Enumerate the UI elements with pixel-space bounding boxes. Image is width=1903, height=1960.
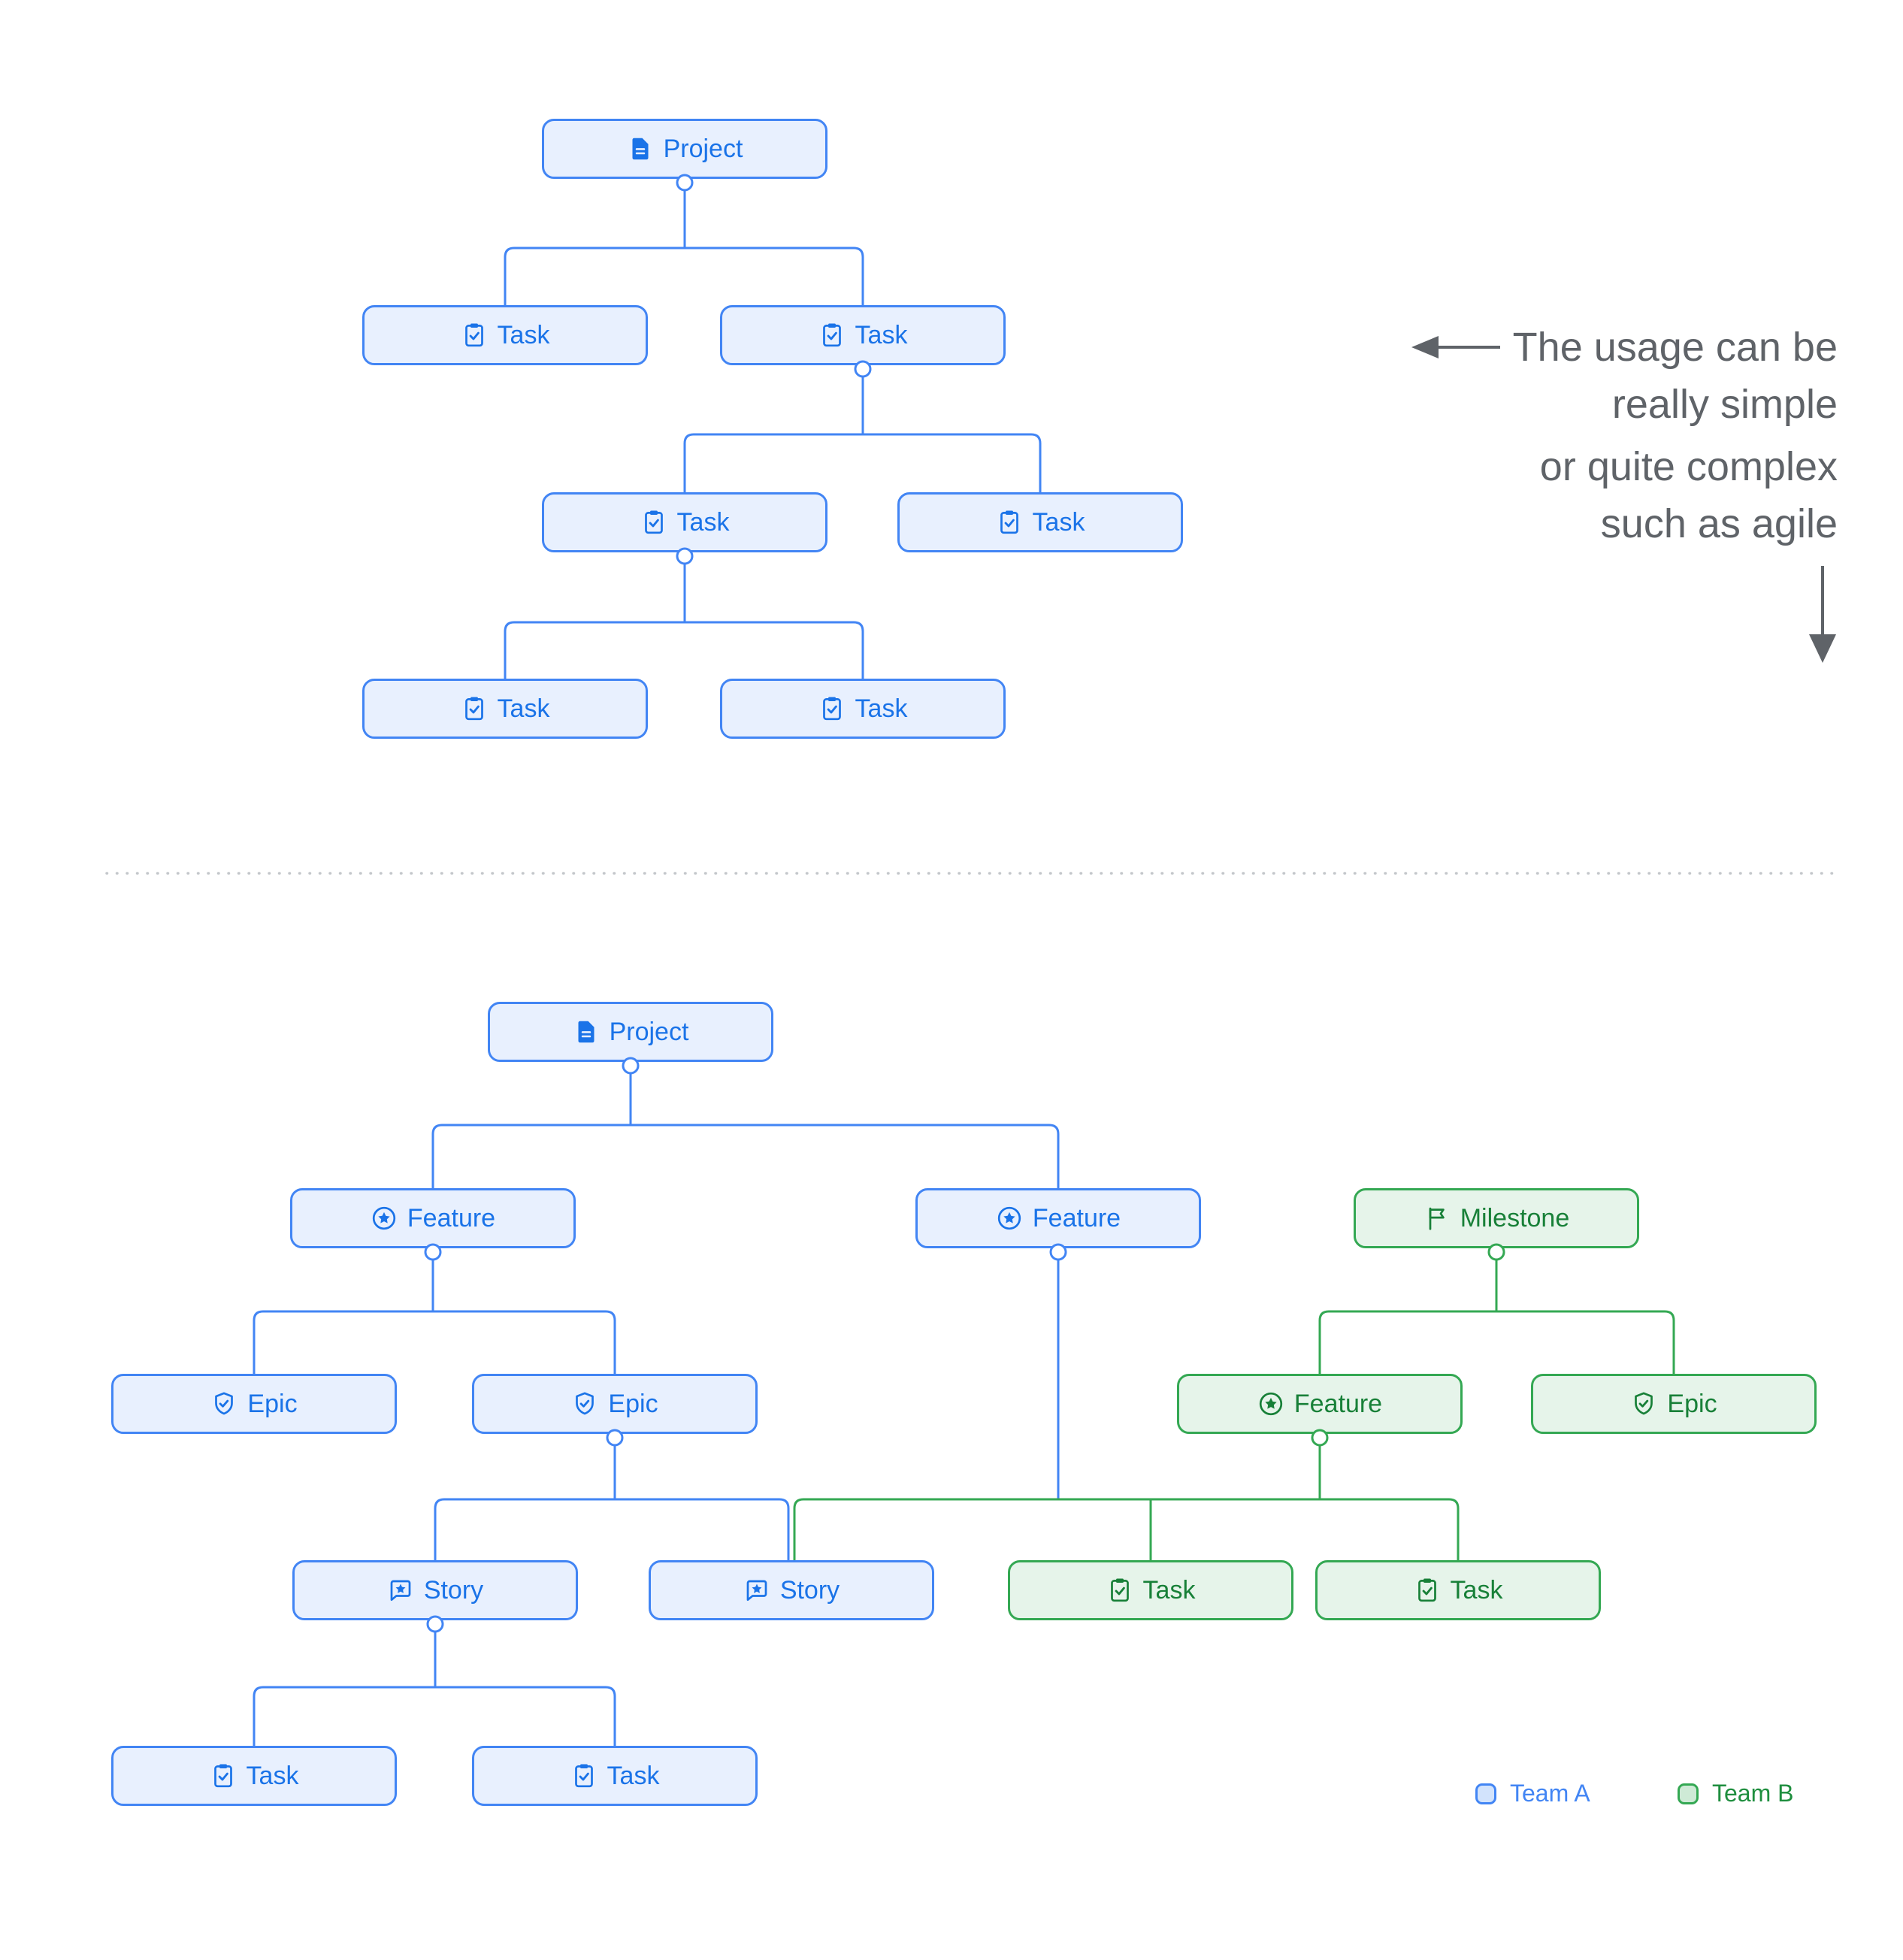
node-task: Task — [720, 305, 1006, 365]
node-label: Feature — [1032, 1203, 1121, 1233]
node-label: Task — [1450, 1575, 1503, 1605]
node-project: Project — [488, 1002, 773, 1062]
star-circle-icon — [371, 1205, 398, 1232]
node-label: Feature — [407, 1203, 496, 1233]
node-label: Epic — [247, 1389, 298, 1418]
left-arrow-icon — [1411, 336, 1500, 358]
node-task: Task — [472, 1746, 758, 1806]
task-checklist-icon — [640, 509, 667, 536]
legend-item-team-b: Team B — [1678, 1780, 1793, 1807]
node-task: Task — [1008, 1560, 1293, 1620]
annotation-simple: The usage can be really simple — [1513, 319, 1838, 433]
shield-check-icon — [571, 1390, 598, 1417]
team-a-swatch — [1475, 1783, 1496, 1804]
task-checklist-icon — [1414, 1577, 1441, 1604]
flag-icon — [1423, 1205, 1451, 1232]
node-label: Epic — [608, 1389, 658, 1418]
node-project: Project — [542, 119, 827, 179]
speech-bubble-star-icon — [387, 1577, 414, 1604]
task-checklist-icon — [1106, 1577, 1133, 1604]
annotation-complex: or quite complex such as agile — [1540, 438, 1838, 552]
document-icon — [627, 135, 654, 162]
node-label: Task — [1142, 1575, 1196, 1605]
task-checklist-icon — [461, 322, 488, 349]
node-task: Task — [542, 492, 827, 552]
document-icon — [573, 1018, 600, 1045]
node-label: Task — [497, 694, 550, 723]
node-epic: Epic — [472, 1374, 758, 1434]
node-task: Task — [362, 679, 648, 739]
team-b-swatch — [1678, 1783, 1699, 1804]
task-checklist-icon — [818, 322, 846, 349]
node-task: Task — [1315, 1560, 1601, 1620]
node-task: Task — [897, 492, 1183, 552]
node-feature: Feature — [1177, 1374, 1463, 1434]
annotation-line: or quite complex — [1539, 444, 1838, 489]
annotation-line: such as agile — [1600, 501, 1838, 546]
node-label: Task — [855, 320, 908, 349]
shield-check-icon — [210, 1390, 237, 1417]
node-label: Project — [663, 134, 743, 163]
star-circle-icon — [1257, 1390, 1284, 1417]
node-label: Feature — [1293, 1389, 1383, 1418]
task-checklist-icon — [570, 1762, 598, 1789]
legend-label: Team B — [1712, 1780, 1794, 1807]
speech-bubble-star-icon — [743, 1577, 770, 1604]
task-checklist-icon — [461, 695, 488, 722]
node-label: Story — [423, 1575, 484, 1605]
task-checklist-icon — [210, 1762, 237, 1789]
node-task: Task — [720, 679, 1006, 739]
node-label: Task — [497, 320, 550, 349]
node-label: Task — [246, 1761, 299, 1790]
node-feature: Feature — [290, 1188, 576, 1248]
shield-check-icon — [1630, 1390, 1657, 1417]
node-label: Task — [676, 507, 730, 537]
node-task: Task — [362, 305, 648, 365]
task-checklist-icon — [818, 695, 846, 722]
node-epic: Epic — [1531, 1374, 1817, 1434]
node-label: Task — [855, 694, 908, 723]
down-arrow-icon — [1809, 566, 1836, 663]
node-label: Project — [609, 1017, 689, 1046]
node-epic: Epic — [111, 1374, 397, 1434]
annotation-line: really simple — [1611, 382, 1838, 427]
legend-item-team-a: Team A — [1475, 1780, 1590, 1807]
annotation-line: The usage can be — [1512, 325, 1838, 370]
node-label: Story — [779, 1575, 840, 1605]
node-label: Milestone — [1460, 1203, 1570, 1233]
node-milestone: Milestone — [1354, 1188, 1639, 1248]
legend-label: Team A — [1510, 1780, 1590, 1807]
node-label: Task — [607, 1761, 660, 1790]
node-feature: Feature — [915, 1188, 1201, 1248]
task-checklist-icon — [996, 509, 1023, 536]
node-task: Task — [111, 1746, 397, 1806]
node-story: Story — [649, 1560, 934, 1620]
star-circle-icon — [996, 1205, 1023, 1232]
node-label: Task — [1032, 507, 1085, 537]
node-label: Epic — [1667, 1389, 1717, 1418]
node-story: Story — [292, 1560, 578, 1620]
